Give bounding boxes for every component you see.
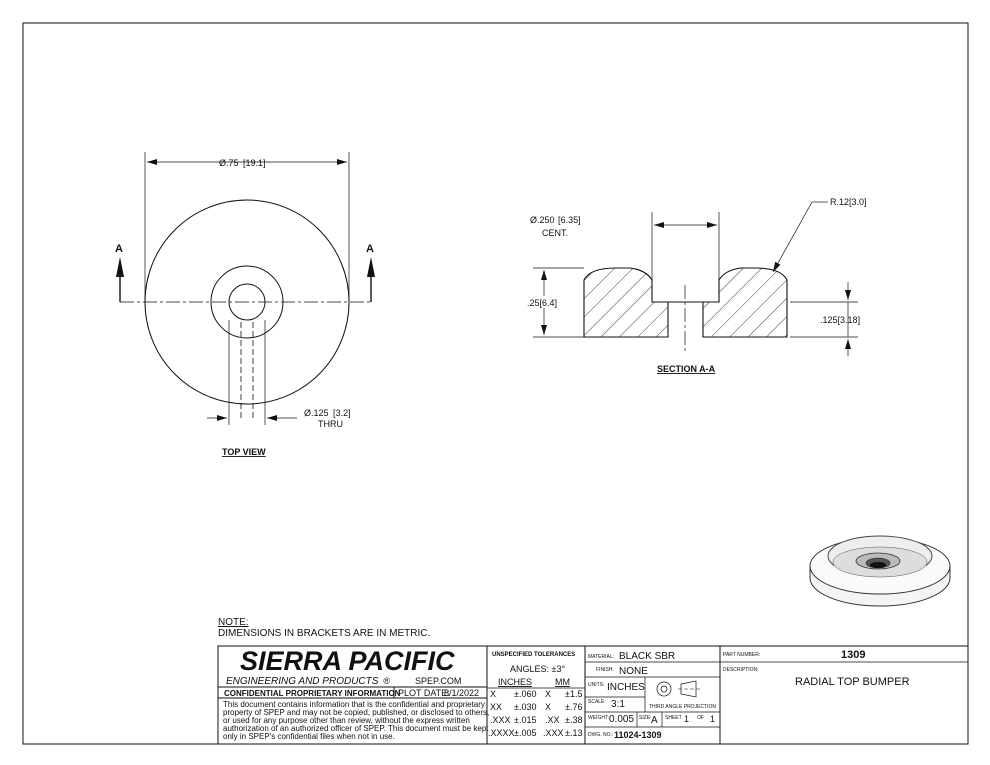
isometric-view	[809, 535, 951, 607]
company-sub: ENGINEERING AND PRODUCTS ®	[226, 676, 390, 687]
dim-cent-text: CENT.	[542, 228, 568, 238]
units-label: UNITS:	[588, 682, 604, 688]
sheet: 1	[684, 714, 689, 724]
tolerances-header: UNSPECIFIED TOLERANCES	[492, 652, 575, 658]
svg-text:±.13: ±.13	[565, 728, 582, 738]
finish: NONE	[619, 666, 648, 677]
svg-text:.XXXX: .XXXX	[488, 728, 515, 738]
confidential-header: CONFIDENTIAL PROPRIETARY INFORMATION	[224, 689, 401, 698]
section-view: .25[6.4] Ø.250 [6.35] CENT. R.12[3.0] .1…	[525, 197, 867, 374]
section-marker-right: A	[366, 243, 374, 255]
svg-text:X: X	[490, 689, 496, 699]
section-label: SECTION A-A	[657, 364, 716, 374]
section-arrow-right	[367, 257, 375, 277]
top-view-label: TOP VIEW	[222, 447, 266, 457]
tolerance-rows: X ±.060 X ±1.5 XX ±.030 X ±.76 .XXX ±.01…	[488, 689, 582, 738]
part-number: 1309	[841, 649, 865, 661]
section-marker-left: A	[115, 243, 123, 255]
note-text: DIMENSIONS IN BRACKETS ARE IN METRIC.	[218, 628, 430, 639]
svg-text:±.030: ±.030	[514, 702, 536, 712]
inches-header: INCHES	[498, 677, 532, 687]
finish-label: FINISH:	[596, 667, 614, 673]
of-label: OF	[697, 715, 704, 721]
dim-step: .125[3.18]	[820, 315, 860, 325]
part-number-label: PART NUMBER:	[723, 652, 760, 658]
svg-text:±1.5: ±1.5	[565, 689, 582, 699]
mm-header: MM	[555, 677, 570, 687]
company-logo: SIERRA PACIFIC	[240, 646, 455, 676]
dim-thru-dia: Ø.125 [3.2]	[304, 408, 351, 418]
material: BLACK SBR	[619, 651, 675, 662]
dim-radius: R.12[3.0]	[830, 197, 867, 207]
dim-cent-dia: Ø.250 [6.35]	[530, 215, 581, 225]
dim-thru-text: THRU	[318, 419, 343, 429]
plot-date-label: PLOT DATE:	[398, 688, 450, 698]
section-right-half	[702, 267, 788, 338]
drawing-border	[22, 22, 969, 745]
sheet-total: 1	[710, 714, 715, 724]
description-label: DESCRIPTION:	[723, 667, 759, 673]
sheet-label: SHEET	[665, 715, 682, 721]
projection-symbol-icon	[656, 680, 702, 698]
weight-label: WEIGHT:	[588, 715, 609, 721]
units: INCHES	[607, 682, 645, 693]
weight: 0.005	[609, 714, 634, 725]
svg-text:.XX: .XX	[545, 715, 560, 725]
scale: 3:1	[611, 699, 625, 710]
svg-text:±.005: ±.005	[514, 728, 536, 738]
svg-text:±.015: ±.015	[514, 715, 536, 725]
angles: ANGLES: ±3°	[510, 664, 565, 674]
dwg-no: 11024-1309	[614, 730, 662, 740]
note-title: NOTE:	[218, 617, 249, 628]
svg-text:X: X	[545, 702, 551, 712]
section-arrow-left	[116, 257, 124, 277]
dim-outer-dia: Ø.75 [19.1]	[219, 158, 266, 168]
top-view: A A Ø.75 [19.1] Ø.125 [3.2] THRU TOP VIE…	[115, 152, 375, 457]
svg-text:.XXX: .XXX	[543, 728, 564, 738]
svg-text:XX: XX	[490, 702, 502, 712]
dwg-label: DWG. NO.:	[588, 732, 613, 738]
scale-label: SCALE:	[588, 699, 606, 705]
dim-height: .25[6.4]	[527, 298, 557, 308]
svg-text:±.060: ±.060	[514, 689, 536, 699]
projection-text: THIRD ANGLE PROJECTION	[649, 704, 716, 710]
size-label: SIZE:	[639, 715, 652, 721]
svg-text:±.76: ±.76	[565, 702, 582, 712]
size: A	[651, 715, 658, 726]
website: SPEP.COM	[415, 676, 461, 686]
svg-text:.XXX: .XXX	[490, 715, 511, 725]
svg-text:±.38: ±.38	[565, 715, 582, 725]
svg-text:X: X	[545, 689, 551, 699]
plot-date: 8/1/2022	[444, 688, 479, 698]
confidential-text: This document contains information that …	[223, 700, 491, 741]
description: RADIAL TOP BUMPER	[795, 676, 910, 688]
material-label: MATERIAL:	[588, 654, 614, 660]
title-block: SIERRA PACIFIC ENGINEERING AND PRODUCTS …	[217, 645, 969, 745]
